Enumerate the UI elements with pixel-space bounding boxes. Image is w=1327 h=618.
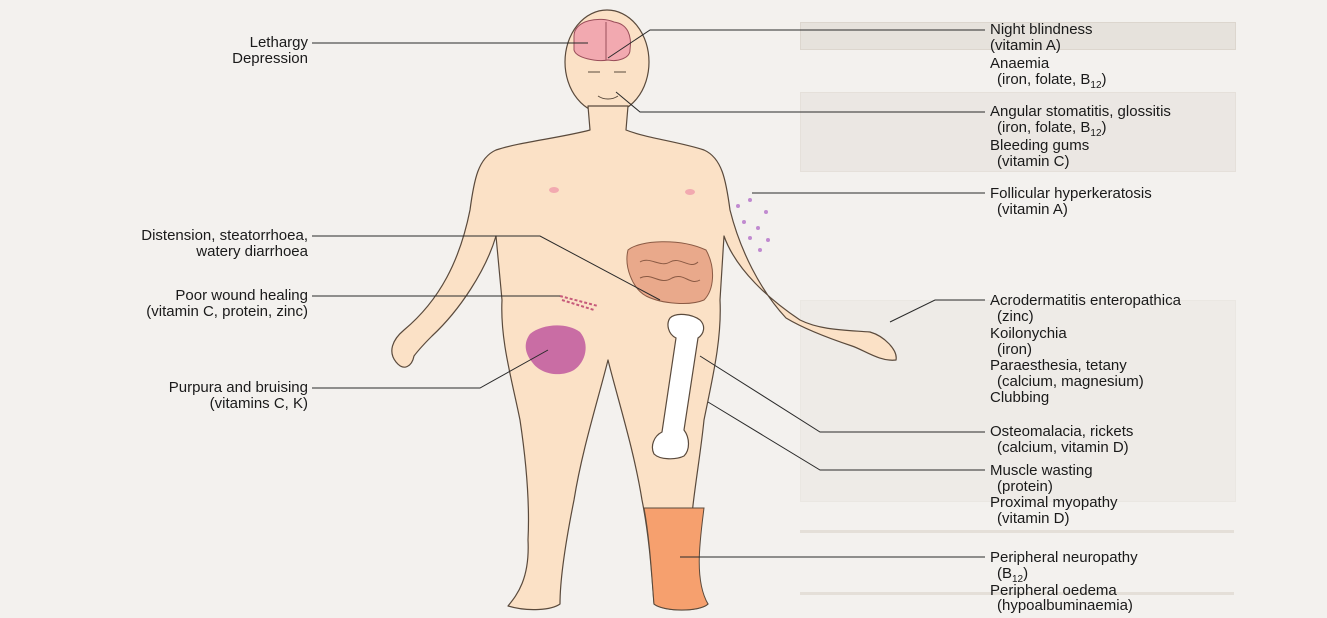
label-poor-wound-healing: Poor wound healing: [8, 288, 308, 304]
label-koilonychia-cause: (iron): [990, 342, 1032, 358]
subscript-12: 12: [1090, 128, 1101, 139]
label-clubbing: Clubbing: [990, 390, 1049, 406]
label-bleeding-cause: (vitamin C): [990, 154, 1070, 170]
label-poor-wound-cause: (vitamin C, protein, zinc): [8, 304, 308, 320]
label-anaemia: Anaemia: [990, 56, 1049, 72]
label-follicular-cause: (vitamin A): [990, 202, 1068, 218]
label-angular-stomatitis: Angular stomatitis, glossitis: [990, 104, 1171, 120]
label-acrodermatitis: Acrodermatitis enteropathica: [990, 293, 1181, 309]
label-paraesthesia: Paraesthesia, tetany: [990, 358, 1127, 374]
label-muscle-wasting-cause: (protein): [990, 479, 1053, 495]
label-koilonychia: Koilonychia: [990, 326, 1067, 342]
label-lethargy: Lethargy: [208, 35, 308, 51]
neuropathy-cause-text: (B: [997, 565, 1012, 582]
label-bleeding-gums: Bleeding gums: [990, 138, 1089, 154]
close-paren: ): [1023, 565, 1028, 582]
label-osteomalacia: Osteomalacia, rickets: [990, 424, 1133, 440]
label-follicular: Follicular hyperkeratosis: [990, 186, 1152, 202]
label-peripheral-oedema-cause: (hypoalbuminaemia): [990, 598, 1133, 614]
lower-leg-highlight: [644, 508, 708, 610]
label-osteomalacia-cause: (calcium, vitamin D): [990, 440, 1129, 456]
label-peripheral-neuropathy: Peripheral neuropathy: [990, 550, 1138, 566]
label-purpura: Purpura and bruising: [8, 380, 308, 396]
torso-and-limbs: [392, 106, 896, 610]
label-muscle-wasting: Muscle wasting: [990, 463, 1093, 479]
label-night-blindness-cause: (vitamin A): [990, 38, 1061, 54]
body-silhouette: [392, 10, 896, 610]
anaemia-cause-text: (iron, folate, B: [997, 71, 1090, 88]
label-watery-diarrhoea: watery diarrhoea: [8, 244, 308, 260]
label-proximal-myopathy: Proximal myopathy: [990, 495, 1118, 511]
close-paren: ): [1102, 119, 1107, 136]
label-anaemia-cause: (iron, folate, B12): [990, 72, 1107, 94]
label-depression: Depression: [208, 51, 308, 67]
label-paraesthesia-cause: (calcium, magnesium): [990, 374, 1144, 390]
subscript-12: 12: [1090, 80, 1101, 91]
label-night-blindness: Night blindness: [990, 22, 1093, 38]
label-purpura-cause: (vitamins C, K): [8, 396, 308, 412]
brain: [574, 19, 630, 60]
label-proximal-myopathy-cause: (vitamin D): [990, 511, 1070, 527]
label-distension: Distension, steatorrhoea,: [8, 228, 308, 244]
close-paren: ): [1102, 71, 1107, 88]
label-acrodermatitis-cause: (zinc): [990, 309, 1034, 325]
angular-cause-text: (iron, folate, B: [997, 119, 1090, 136]
